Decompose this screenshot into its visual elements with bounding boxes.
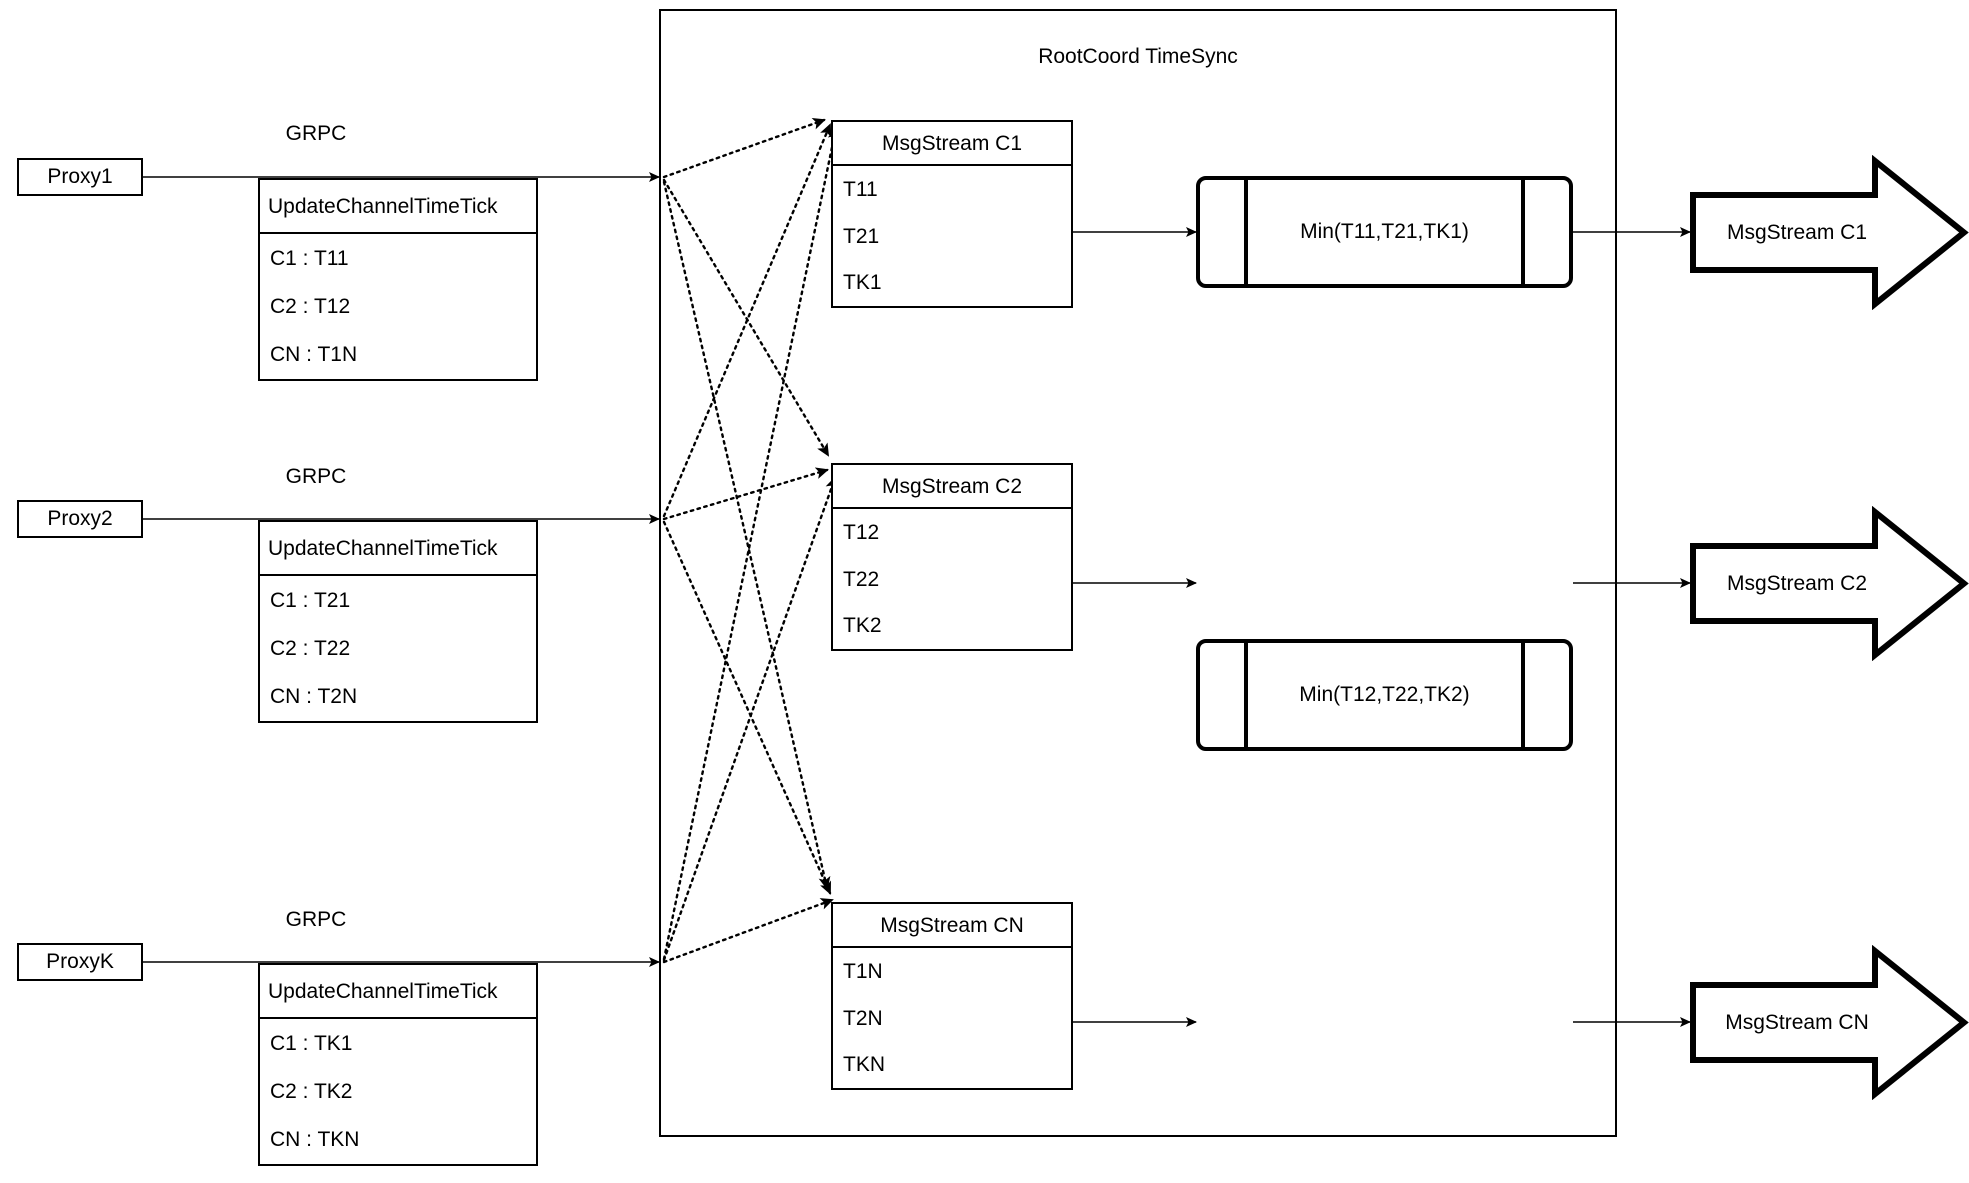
grpc-label-3: GRPC [285,908,347,931]
update-channel-timetick-box-2: UpdateChannelTimeTick C1 : T21 C2 : T22 … [258,520,538,723]
msgstream-timestamps-2: T12 T22 TK2 [833,509,1071,649]
output-arrow-1: MsgStream C1 [1690,155,1969,310]
timestamp-row: T21 [843,224,880,248]
output-arrow-2: MsgStream C2 [1690,506,1969,661]
tick-list-2: C1 : T21 C2 : T22 CN : T2N [260,576,536,721]
timestamp-row: T2N [843,1006,883,1030]
rootcoord-timesync-container [659,9,1617,1137]
timestamp-row: T11 [843,177,878,201]
proxy-box-2[interactable]: Proxy2 [17,500,143,538]
msgstream-title-2: MsgStream C2 [833,465,1071,509]
timestamp-row: T1N [843,959,883,983]
min-process-2: Min(T12,T22,TK2) [1196,639,1573,751]
output-label-1: MsgStream C1 [1726,220,1868,244]
output-arrow-3: MsgStream CN [1690,945,1969,1100]
tick-row: C2 : T12 [270,294,351,318]
timestamp-row: TK2 [843,614,882,638]
msgstream-title-1: MsgStream C1 [833,122,1071,166]
tick-row: CN : T2N [270,685,358,709]
proxy-box-1[interactable]: Proxy1 [17,158,143,196]
tick-row: C2 : TK2 [270,1079,353,1103]
tick-row: C1 : T21 [270,588,351,612]
msgstream-timestamps-3: T1N T2N TKN [833,948,1071,1088]
msgstream-box-1: MsgStream C1 T11 T21 TK1 [831,120,1073,308]
output-label-2: MsgStream C2 [1726,571,1868,595]
min-process-1: Min(T11,T21,TK1) [1196,176,1573,288]
output-label-3: MsgStream CN [1725,1010,1869,1034]
grpc-label-2: GRPC [285,465,347,488]
tick-row: C2 : T22 [270,636,351,660]
update-channel-timetick-box-3: UpdateChannelTimeTick C1 : TK1 C2 : TK2 … [258,963,538,1166]
timestamp-row: TK1 [843,271,882,295]
update-channel-timetick-box-1: UpdateChannelTimeTick C1 : T11 C2 : T12 … [258,178,538,381]
tick-row: C1 : TK1 [270,1031,353,1055]
msgstream-box-3: MsgStream CN T1N T2N TKN [831,902,1073,1090]
request-title-3: UpdateChannelTimeTick [260,965,536,1019]
msgstream-box-2: MsgStream C2 T12 T22 TK2 [831,463,1073,651]
tick-row: CN : T1N [270,343,358,367]
request-title-1: UpdateChannelTimeTick [260,180,536,234]
tick-row: C1 : T11 [270,246,349,270]
tick-row: CN : TKN [270,1128,360,1152]
request-title-2: UpdateChannelTimeTick [260,522,536,576]
tick-list-3: C1 : TK1 C2 : TK2 CN : TKN [260,1019,536,1164]
timestamp-row: T22 [843,567,880,591]
process-bar-right [1521,180,1525,284]
grpc-label-1: GRPC [285,122,347,145]
msgstream-timestamps-1: T11 T21 TK1 [833,166,1071,306]
min-label-1: Min(T11,T21,TK1) [1300,220,1469,243]
timestamp-row: T12 [843,520,880,544]
min-label-2: Min(T12,T22,TK2) [1299,683,1470,706]
proxy-box-3[interactable]: ProxyK [17,943,143,981]
msgstream-title-3: MsgStream CN [833,904,1071,948]
timestamp-row: TKN [843,1053,885,1077]
process-bar-left [1244,180,1248,284]
process-bar-left [1244,643,1248,747]
container-title: RootCoord TimeSync [1038,45,1238,68]
process-bar-right [1521,643,1525,747]
tick-list-1: C1 : T11 C2 : T12 CN : T1N [260,234,536,379]
